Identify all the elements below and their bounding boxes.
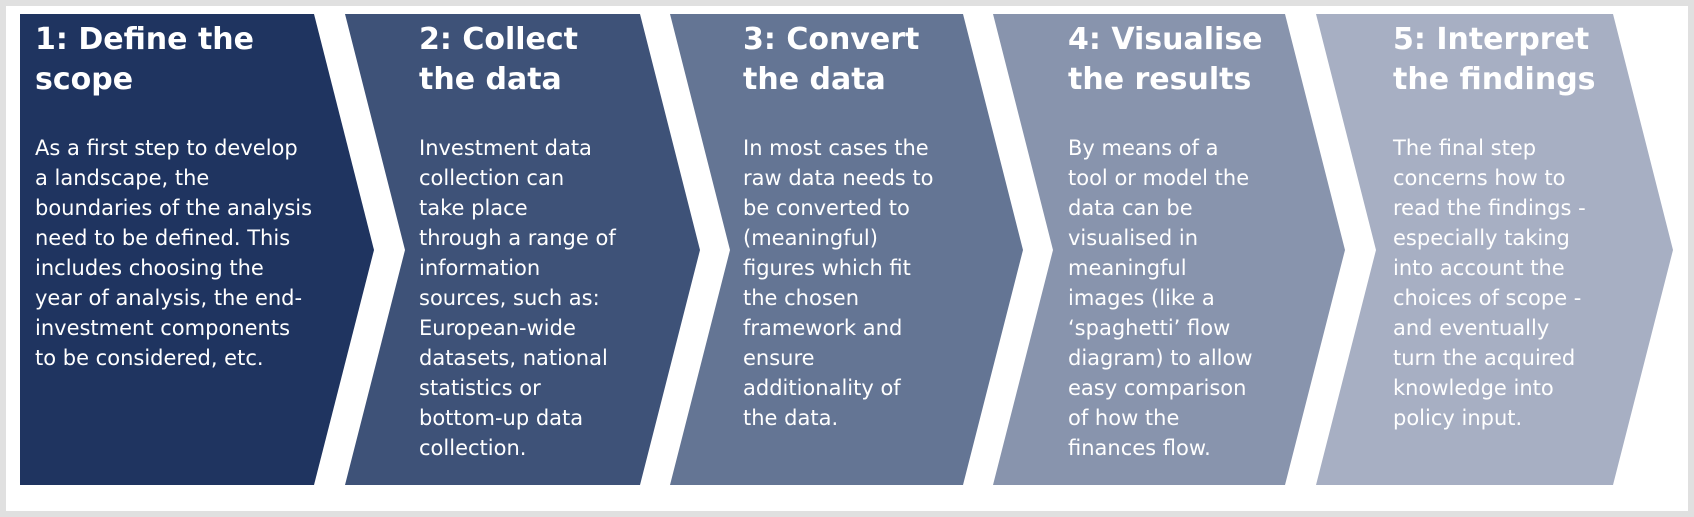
step-4-description: By means of a tool or model the data can… — [1068, 136, 1253, 460]
step-1-chevron — [20, 14, 374, 485]
step-3-description: In most cases the raw data needs to be c… — [743, 136, 934, 430]
step-3: 3: Convert the data In most cases the ra… — [743, 20, 934, 433]
step-1-description: As a first step to develop a landscape, … — [35, 136, 313, 370]
step-1-title: 1: Define the scope — [35, 22, 254, 97]
step-3-title: 3: Convert the data — [743, 22, 920, 97]
step-4-title: 4: Visualise the results — [1068, 22, 1263, 97]
step-2-title: 2: Collect the data — [419, 22, 578, 97]
step-4: 4: Visualise the results By means of a t… — [1068, 20, 1263, 463]
step-5-chevron — [1316, 14, 1673, 485]
step-1: 1: Define the scope As a first step to d… — [35, 20, 312, 373]
step-5-description: The final step concerns how to read the … — [1393, 136, 1586, 430]
step-2-description: Investment data collection can take plac… — [419, 136, 616, 460]
step-3-chevron — [670, 14, 1023, 485]
step-2: 2: Collect the data Investment data coll… — [419, 20, 616, 463]
step-5-title: 5: Interpret the findings — [1393, 22, 1596, 97]
step-2-chevron — [345, 14, 700, 485]
step-4-chevron — [993, 14, 1345, 485]
step-5: 5: Interpret the findings The final step… — [1393, 20, 1596, 433]
